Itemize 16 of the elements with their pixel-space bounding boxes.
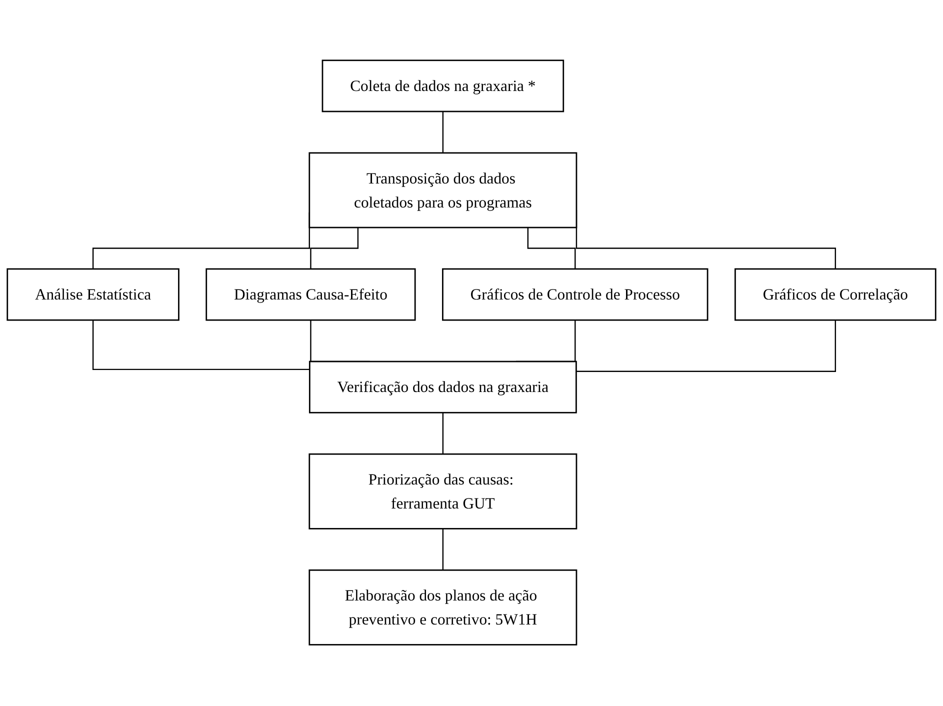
connector — [442, 529, 444, 572]
node-box: Transposição dos dados coletados para os programas — [308, 152, 578, 229]
node-box: Elaboração dos planos de ação preventivo e corretivo: 5W1H — [308, 570, 578, 646]
connector — [527, 228, 576, 270]
connector — [442, 413, 444, 456]
connector — [310, 228, 359, 270]
node-box: Gráficos de Correlação — [734, 268, 936, 322]
node-box: Coleta de dados na graxaria * — [322, 60, 564, 113]
node-box: Verificação dos dados na graxaria — [308, 361, 577, 414]
node-box: Priorização das causas: ferramenta GUT — [308, 454, 578, 530]
connector — [92, 320, 310, 370]
node-box: Gráficos de Controle de Processo — [442, 268, 708, 322]
node-box: Diagramas Causa-Efeito — [206, 268, 416, 322]
connector — [442, 112, 444, 154]
node-box: Análise Estatística — [6, 268, 180, 322]
connector — [576, 320, 836, 372]
